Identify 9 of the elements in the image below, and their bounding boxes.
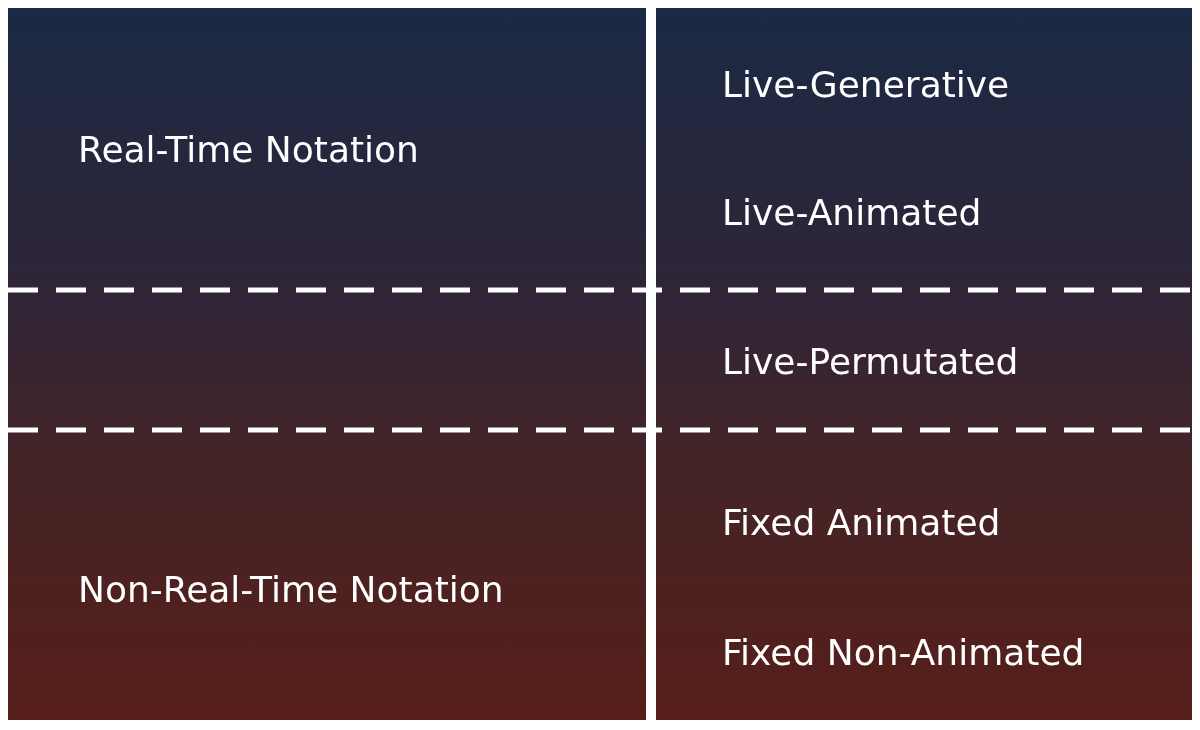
category-label: Live-Permutated	[722, 340, 1019, 384]
category-label: Fixed Non-Animated	[722, 631, 1085, 675]
category-label: Live-Animated	[722, 191, 982, 235]
category-label: Fixed Animated	[722, 501, 1001, 545]
category-label: Live-Generative	[722, 63, 1010, 107]
category-label: Real-Time Notation	[78, 128, 419, 172]
gradient-panel	[8, 8, 646, 720]
gradient-panel	[656, 8, 1192, 720]
category-label: Non-Real-Time Notation	[78, 568, 504, 612]
